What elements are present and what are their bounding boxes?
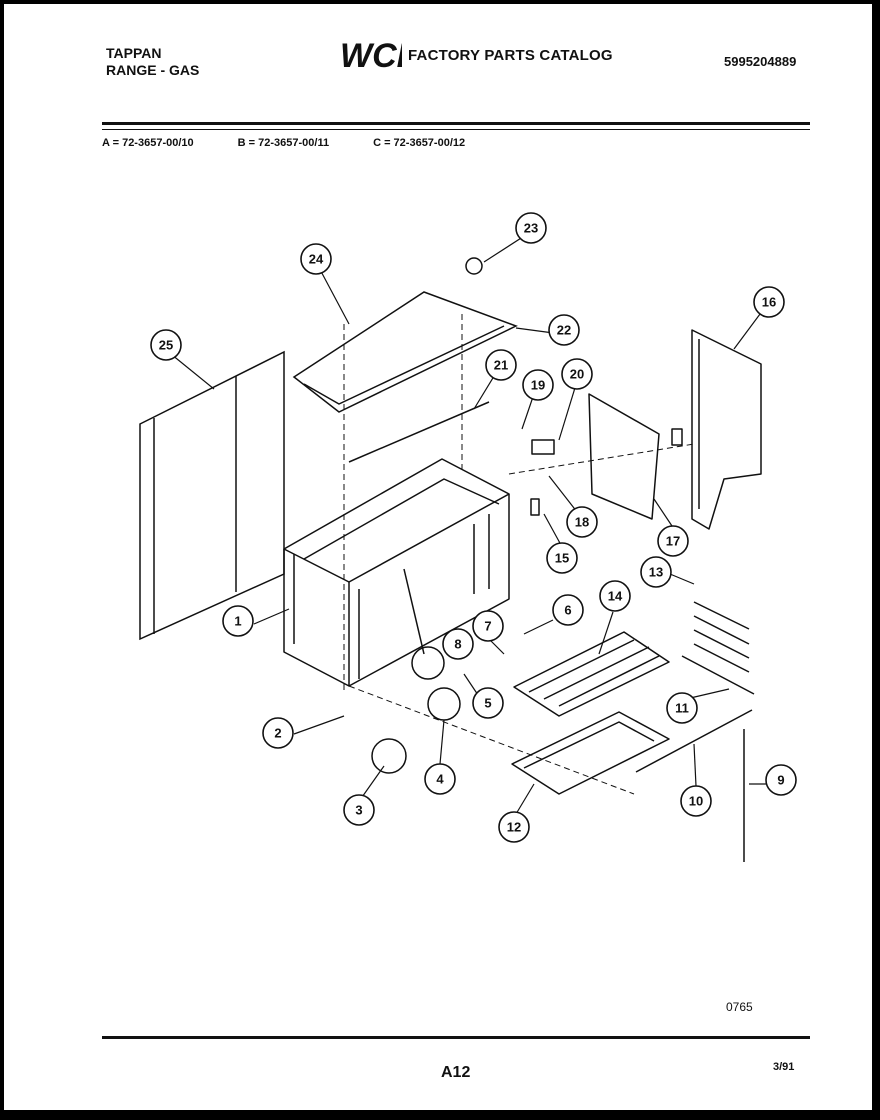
back-panel — [588, 393, 660, 520]
callout-14: 14 — [599, 580, 631, 612]
callout-17: 17 — [657, 525, 689, 557]
oven-rack — [513, 631, 670, 717]
product-type: RANGE - GAS — [106, 62, 200, 78]
callout-19: 19 — [522, 369, 554, 401]
clip-part — [671, 428, 683, 446]
callout-22: 22 — [548, 314, 580, 346]
bracket-part — [531, 439, 555, 455]
callout-20: 20 — [561, 358, 593, 390]
svg-text:6: 6 — [564, 603, 571, 618]
svg-text:21: 21 — [494, 358, 508, 373]
callout-24: 24 — [300, 243, 332, 275]
wci-logo: WCI — [340, 37, 402, 73]
svg-text:17: 17 — [666, 534, 680, 549]
document-number: 5995204889 — [724, 54, 797, 69]
rail-rod — [635, 709, 753, 773]
svg-text:5: 5 — [484, 696, 491, 711]
svg-text:23: 23 — [524, 221, 538, 236]
side-panel — [139, 350, 285, 641]
catalog-header: WCI FACTORY PARTS CATALOG — [338, 37, 613, 73]
brand-name: TAPPAN — [106, 45, 162, 61]
broiler-pan — [511, 711, 670, 795]
bottom-rail — [681, 655, 755, 695]
callout-13: 13 — [640, 556, 672, 588]
callout-18: 18 — [566, 506, 598, 538]
catalog-page: TAPPAN RANGE - GAS WCI FACTORY PARTS CAT… — [4, 4, 872, 1110]
brand-block: TAPPAN RANGE - GAS — [106, 45, 199, 79]
svg-text:14: 14 — [608, 589, 623, 604]
assembly-line — [508, 443, 695, 475]
svg-text:12: 12 — [507, 820, 521, 835]
callout-2: 2 — [262, 717, 294, 749]
svg-text:7: 7 — [484, 619, 491, 634]
svg-text:16: 16 — [762, 295, 776, 310]
top-panel — [292, 291, 518, 413]
exploded-parts-diagram: 1 2 3 4 5 6 7 8 9 10 11 12 13 14 15 16 1… — [139, 212, 797, 862]
svg-text:8: 8 — [454, 637, 461, 652]
catalog-title: FACTORY PARTS CATALOG — [408, 46, 613, 64]
rod-part — [348, 401, 490, 463]
svg-text:18: 18 — [575, 515, 589, 530]
model-c: C = 72-3657-00/12 — [373, 137, 466, 149]
svg-text:19: 19 — [531, 378, 545, 393]
model-b: B = 72-3657-00/11 — [237, 137, 330, 149]
callout-11: 11 — [666, 692, 698, 724]
svg-text:4: 4 — [436, 772, 444, 787]
svg-text:WCI: WCI — [340, 37, 402, 73]
svg-text:13: 13 — [649, 565, 663, 580]
svg-text:25: 25 — [159, 338, 173, 353]
callout-21: 21 — [485, 349, 517, 381]
callout-25: 25 — [150, 329, 182, 361]
svg-text:24: 24 — [309, 252, 324, 267]
callout-8: 8 — [442, 628, 474, 660]
drawing-code: 0765 — [726, 1000, 753, 1014]
callout-16: 16 — [753, 286, 785, 318]
footer-divider — [102, 1036, 810, 1039]
latch-ring — [427, 687, 461, 721]
svg-text:9: 9 — [777, 773, 784, 788]
page-number: A12 — [441, 1064, 471, 1081]
revision-date: 3/91 — [773, 1061, 795, 1073]
svg-text:11: 11 — [675, 701, 689, 716]
callout-5: 5 — [472, 687, 504, 719]
callout-12: 12 — [498, 811, 530, 843]
callout-1: 1 — [222, 605, 254, 637]
callout-7: 7 — [472, 610, 504, 642]
model-a: A = 72-3657-00/10 — [102, 137, 194, 149]
callout-9: 9 — [765, 764, 797, 796]
svg-text:1: 1 — [234, 614, 241, 629]
callout-6: 6 — [552, 594, 584, 626]
hinge-part — [530, 498, 540, 516]
header-divider-thin — [102, 129, 810, 130]
callout-23: 23 — [515, 212, 547, 244]
callout-3: 3 — [343, 794, 375, 826]
hinge-ring — [371, 738, 407, 774]
header-divider — [102, 122, 810, 125]
svg-text:2: 2 — [274, 726, 281, 741]
svg-text:20: 20 — [570, 367, 584, 382]
bolt-ring — [411, 646, 445, 680]
rear-panel — [691, 329, 762, 530]
callout-4: 4 — [424, 763, 456, 795]
cabinet-frame — [283, 458, 510, 687]
svg-text:22: 22 — [557, 323, 571, 338]
assembly-line — [348, 685, 635, 795]
model-list: A = 72-3657-00/10 B = 72-3657-00/11 C = … — [102, 137, 509, 149]
svg-text:3: 3 — [355, 803, 362, 818]
svg-text:15: 15 — [555, 551, 569, 566]
svg-text:10: 10 — [689, 794, 703, 809]
callout-15: 15 — [546, 542, 578, 574]
knob-part — [465, 257, 483, 275]
rack-support — [693, 601, 750, 673]
callout-10: 10 — [680, 785, 712, 817]
